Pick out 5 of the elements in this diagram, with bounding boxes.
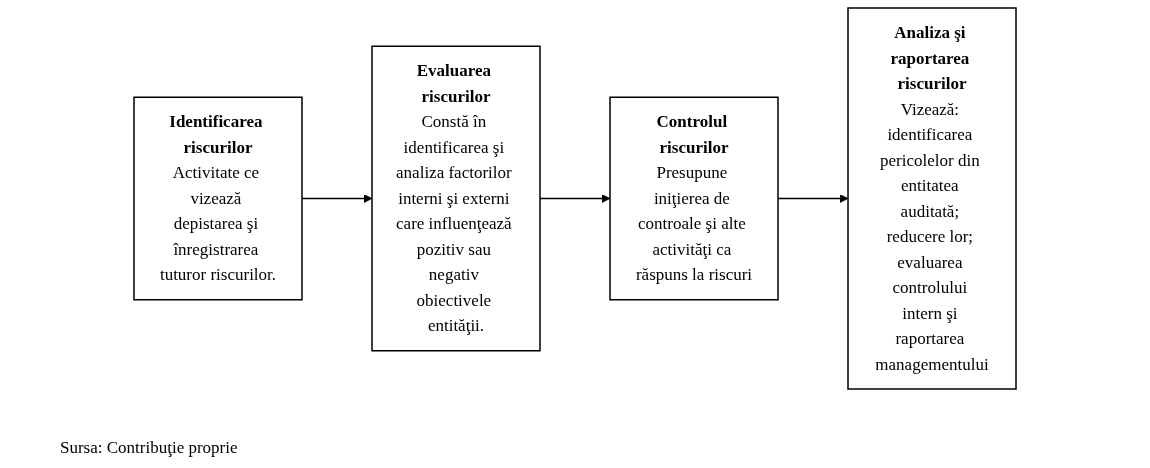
node-box: Analiza şi raportarea riscurilor Vizează: identificarea pericolelor din entitatea auditată; reducere lor; evaluarea controlului intern şi raportarea managementului: [847, 7, 1017, 390]
source-caption: Sursa: Contribuţie proprie: [60, 438, 238, 458]
node-box: Evaluarea riscurilor Constă în identificarea şi analiza factorilor interni şi externi care influenţează pozitiv sau negativ obiectivele entităţii.: [371, 45, 541, 352]
node-box: Identificarea riscurilor Activitate ce vizează depistarea şi înregistrarea tuturor riscurilor.: [133, 96, 303, 301]
node-box: Controlul riscurilor Presupune iniţierea de controale şi alte activităţi ca răspuns la riscuri: [609, 96, 779, 301]
